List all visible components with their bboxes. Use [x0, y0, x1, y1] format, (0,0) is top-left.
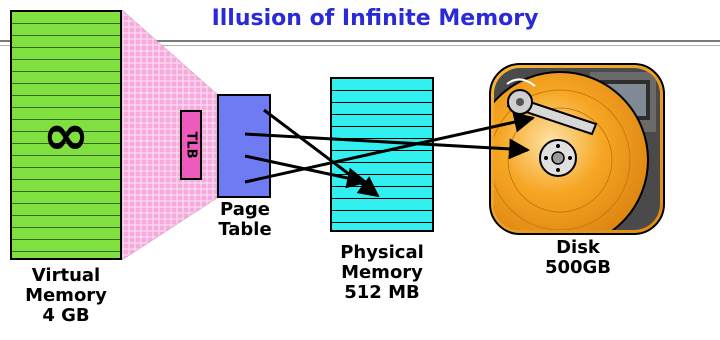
tlb-box: TLB	[180, 110, 202, 180]
arrow-pt-to-pm-1	[244, 154, 369, 189]
disk-label: Disk 500GB	[544, 237, 612, 278]
title-rule-thin	[0, 45, 720, 46]
arrow-pt-to-disk-1	[244, 111, 536, 184]
title-rule	[0, 40, 720, 42]
virtual-memory-block	[10, 10, 122, 260]
arrow-pt-to-disk-2	[244, 132, 531, 160]
arrow-pt-to-pm-2	[263, 108, 380, 198]
virtual-memory-label: Virtual Memory 4 GB	[25, 265, 107, 326]
page-table-label: Page Table	[218, 199, 272, 240]
slide-title: Illusion of Infinite Memory	[211, 6, 539, 31]
physical-memory-block	[330, 77, 434, 232]
infinity-symbol: ∞	[42, 103, 90, 168]
physical-memory-label: Physical Memory 512 MB	[340, 242, 424, 303]
page-table-block	[217, 94, 271, 198]
